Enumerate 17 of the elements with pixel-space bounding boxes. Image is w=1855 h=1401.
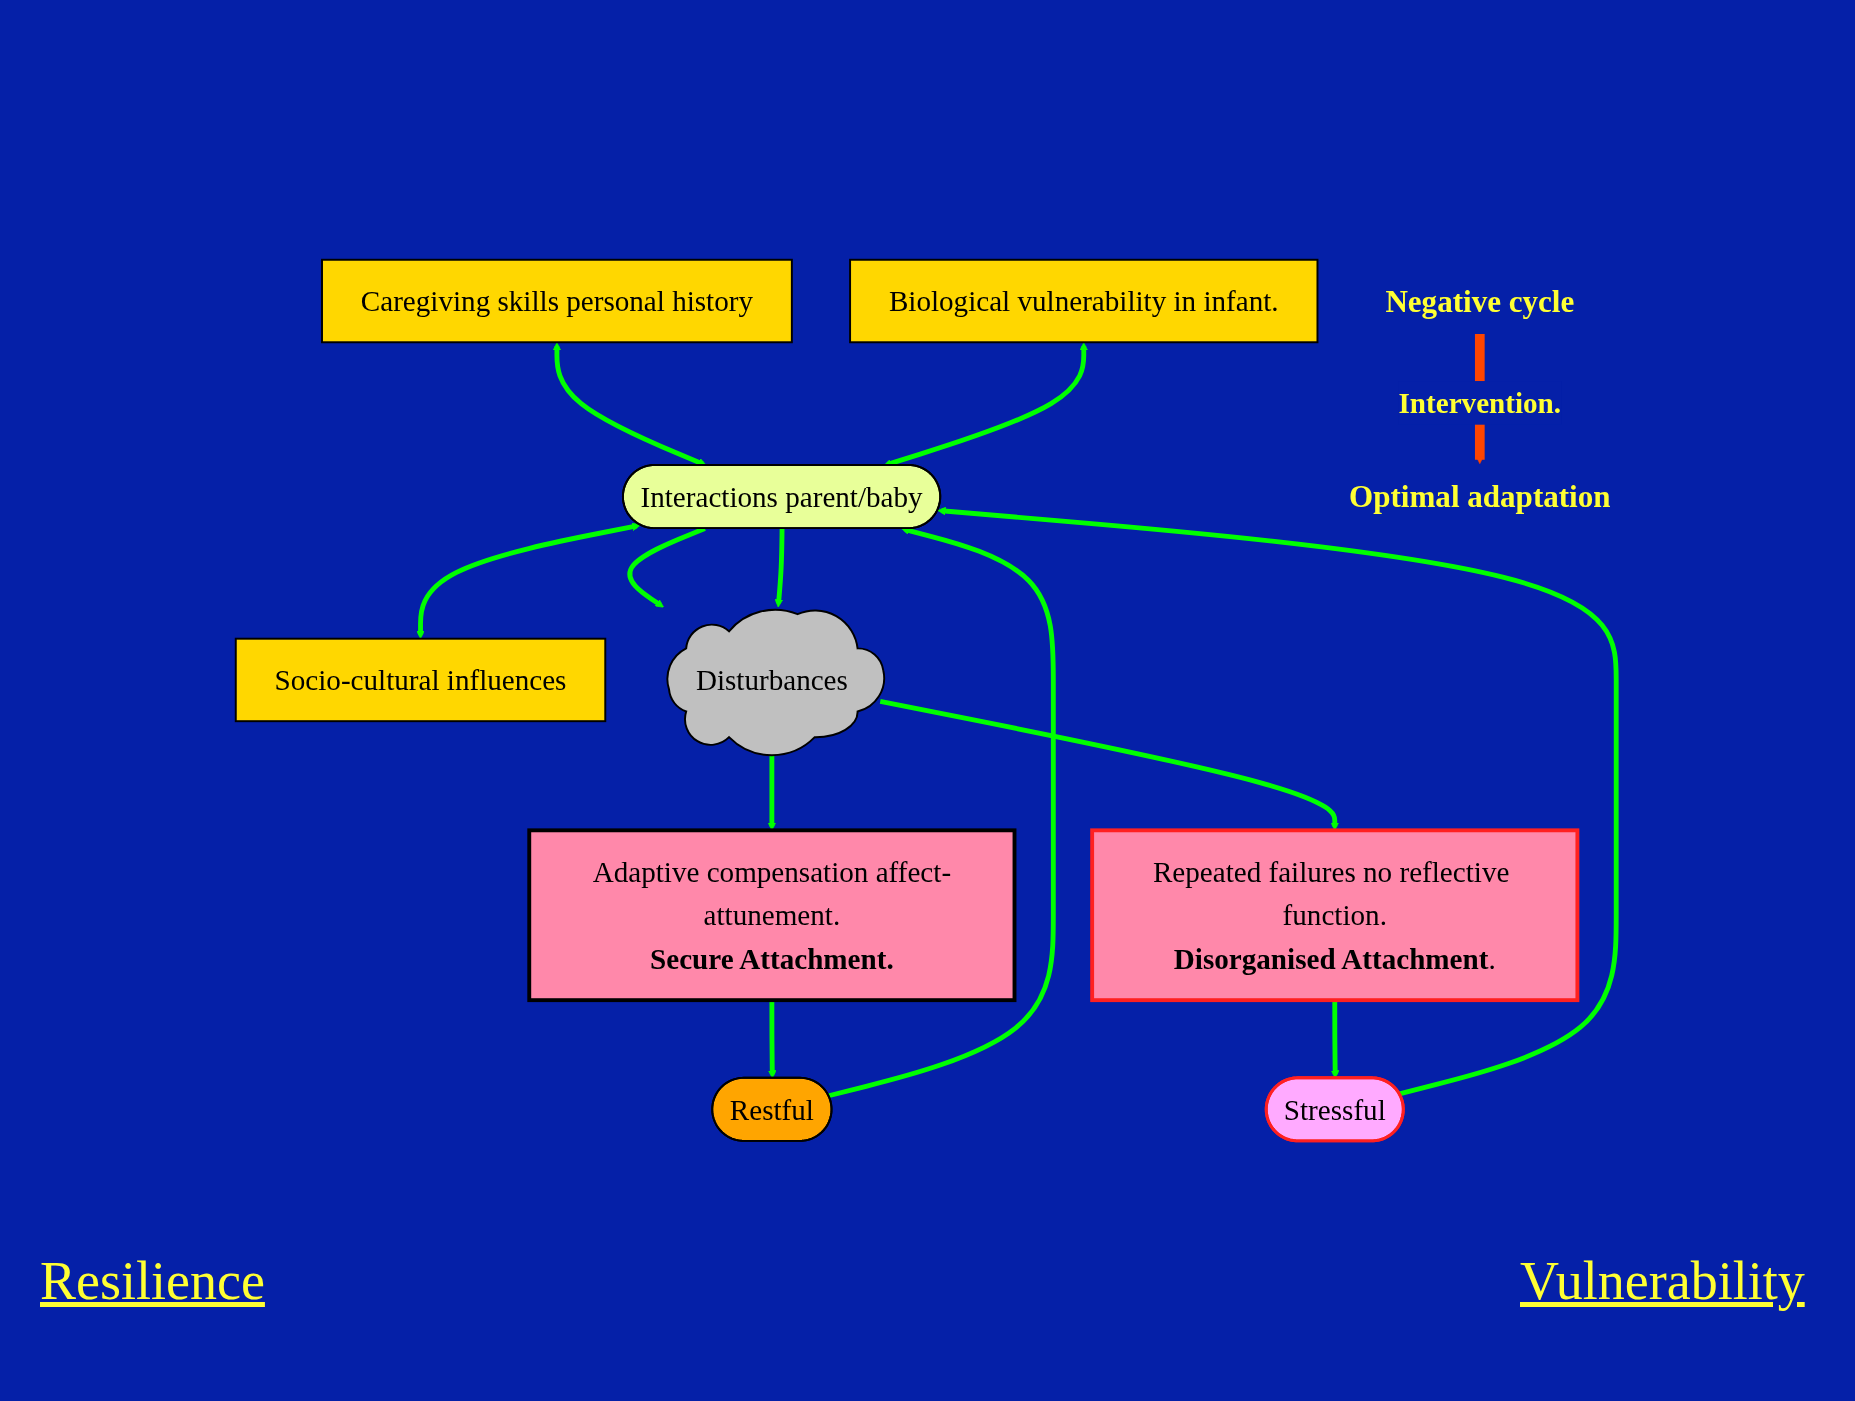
node-text: Negative cycle: [1384, 283, 1574, 319]
node-text: Optimal adaptation: [1348, 479, 1611, 515]
arrow: [774, 528, 784, 608]
node-box: Repeated failures no reflective function. Disorganised Attachment.: [1089, 828, 1579, 1003]
section-label: Vulnerability: [1520, 1250, 1805, 1312]
node-box: Adaptive compensation affect-attunement. Secure Attachment.: [526, 828, 1016, 1003]
node-box: Socio-cultural influences: [234, 637, 606, 723]
arrow: [415, 522, 641, 640]
section-label: Resilience: [40, 1250, 265, 1312]
node-box: Biological vulnerability in infant.: [848, 258, 1318, 344]
arrow: [879, 699, 1339, 831]
node-box: Caregiving skills personal history: [320, 258, 793, 344]
arrow: [552, 342, 707, 467]
edge-label: Intervention.: [1398, 387, 1561, 420]
arrow: [827, 526, 1056, 1099]
arrow: [767, 1000, 777, 1079]
arrow: [936, 507, 1619, 1097]
